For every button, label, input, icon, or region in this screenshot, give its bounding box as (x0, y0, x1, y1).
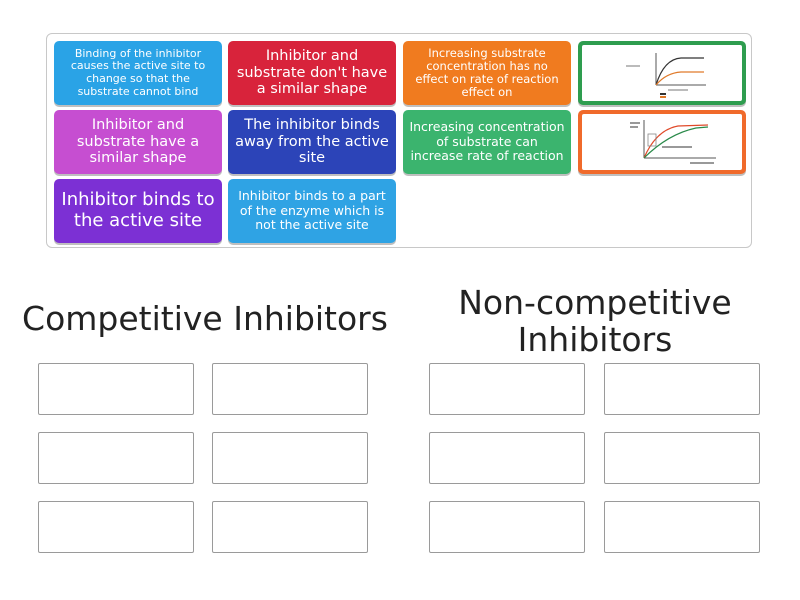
card-substrate-increases-rate[interactable]: Increasing concentration of substrate ca… (403, 110, 571, 174)
card-label: Inhibitor and substrate have a similar s… (76, 116, 200, 167)
card-label: Binding of the inhibitor causes the acti… (70, 46, 206, 98)
card-label: Inhibitor binds to the active site (61, 189, 215, 231)
card-binds-active-site[interactable]: Inhibitor binds to the active site (54, 179, 222, 243)
card-graph-competitive[interactable] (578, 110, 746, 174)
drop-slot-noncompetitive-2[interactable] (604, 363, 760, 415)
drop-slot-competitive-1[interactable] (38, 363, 194, 415)
card-binds-away[interactable]: The inhibitor binds away from the active… (228, 110, 396, 174)
graph-noncompetitive-icon (626, 53, 706, 98)
drop-slot-competitive-5[interactable] (38, 501, 194, 553)
drop-slot-noncompetitive-1[interactable] (429, 363, 585, 415)
graph-image (582, 45, 742, 101)
card-similar-shape[interactable]: Inhibitor and substrate have a similar s… (54, 110, 222, 174)
drop-slot-noncompetitive-6[interactable] (604, 501, 760, 553)
drop-slot-competitive-6[interactable] (212, 501, 368, 553)
card-pool (46, 33, 752, 248)
card-label: Increasing concentration of substrate ca… (409, 119, 565, 164)
drop-slot-competitive-4[interactable] (212, 432, 368, 484)
group-title-competitive: Competitive Inhibitors (22, 299, 388, 338)
card-label: Inhibitor binds to a part of the enzyme … (238, 188, 386, 233)
drop-slot-noncompetitive-3[interactable] (429, 432, 585, 484)
drop-slot-noncompetitive-4[interactable] (604, 432, 760, 484)
group-title-noncompetitive: Non-competitive Inhibitors (458, 283, 732, 359)
card-label: Inhibitor and substrate don't have a sim… (236, 47, 388, 98)
card-binds-other-part[interactable]: Inhibitor binds to a part of the enzyme … (228, 179, 396, 243)
graph-image (582, 114, 742, 170)
drop-slot-competitive-3[interactable] (38, 432, 194, 484)
card-graph-noncompetitive[interactable] (578, 41, 746, 105)
card-binding-changes-active-site[interactable]: Binding of the inhibitor causes the acti… (54, 41, 222, 105)
card-dissimilar-shape[interactable]: Inhibitor and substrate don't have a sim… (228, 41, 396, 105)
graph-competitive-icon (630, 120, 716, 164)
card-label: The inhibitor binds away from the active… (235, 116, 389, 167)
card-label: Increasing substrate concentration has n… (415, 45, 559, 100)
card-substrate-no-effect[interactable]: Increasing substrate concentration has n… (403, 41, 571, 105)
drop-slot-competitive-2[interactable] (212, 363, 368, 415)
drop-slot-noncompetitive-5[interactable] (429, 501, 585, 553)
